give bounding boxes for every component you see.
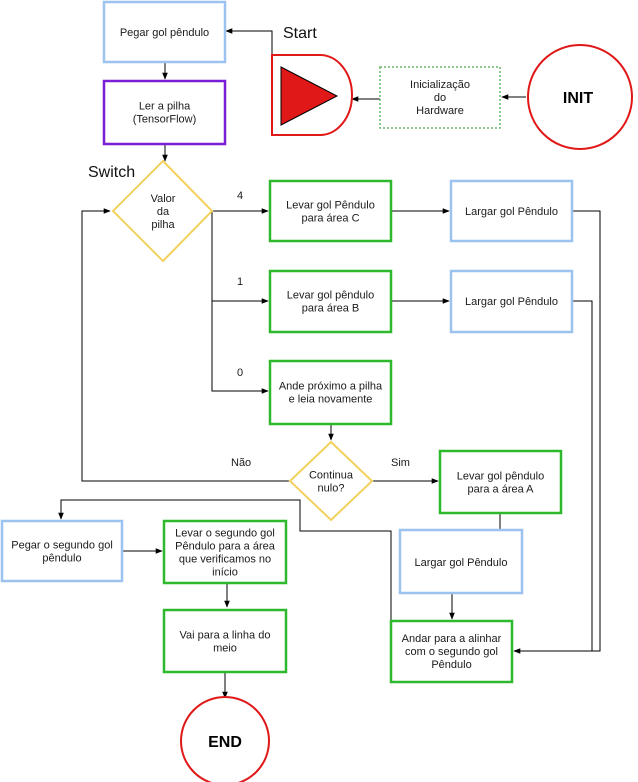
node-label-line: da	[157, 206, 170, 218]
node-label-line: (TensorFlow)	[133, 114, 197, 126]
edge-label-1: 1	[237, 276, 243, 288]
node-label: Pegar gol pêndulo	[120, 27, 209, 39]
edge-label-4: 4	[237, 190, 243, 202]
node-label-line: Levar gol Pêndulo	[286, 200, 375, 212]
node-label: Largar gol Pêndulo	[415, 557, 508, 569]
node-label-line: para a área A	[467, 484, 534, 496]
node-init: INIT	[527, 44, 633, 150]
node-label-line: Largar gol Pêndulo	[465, 206, 558, 218]
node-label-line: para área B	[302, 303, 359, 315]
edge-label-sim: Sim	[391, 457, 410, 469]
node-label-line: pêndulo	[42, 553, 81, 565]
node-label-line: Pêndulo para a área	[175, 541, 276, 553]
node-label-line: Largar gol Pêndulo	[415, 557, 508, 569]
node-label-line: Continua	[309, 470, 354, 482]
edge-largar-b-to-andar	[572, 300, 593, 651]
node-label-line: Levar gol pêndulo	[457, 471, 544, 483]
node-label-line: que verificamos no	[179, 554, 271, 566]
node-pegar-gol: Pegar gol pêndulo	[102, 0, 227, 64]
node-label-line: Valor	[151, 193, 176, 205]
edge-label-nao: Não	[231, 457, 251, 469]
node-label-line: Levar o segundo gol	[175, 528, 275, 540]
node-label-line: nulo?	[318, 483, 345, 495]
node-end: END	[180, 696, 270, 782]
node-label-line: Pegar o segundo gol	[11, 540, 113, 552]
node-label-line: pilha	[151, 219, 175, 231]
play-triangle-icon	[280, 66, 339, 126]
node-label-line: Pêndulo	[431, 659, 471, 671]
edge-andar-to-pegar-segundo	[58, 499, 392, 651]
edge-largar-c-to-andar	[513, 210, 601, 654]
node-label-line: Vai para a linha do	[180, 630, 271, 642]
node-label-line: Largar gol Pêndulo	[465, 296, 558, 308]
node-label: Largar gol Pêndulo	[465, 206, 558, 218]
node-label-line: início	[212, 567, 238, 579]
node-label-line: e leia novamente	[289, 394, 373, 406]
switch-label: Switch	[88, 164, 135, 181]
node-label: Largar gol Pêndulo	[465, 296, 558, 308]
node-label-line: Inicialização	[410, 79, 470, 91]
node-label-line: meio	[213, 643, 237, 655]
node-label-line: Pegar gol pêndulo	[120, 27, 209, 39]
node-label-line: para área C	[301, 213, 359, 225]
edge-start-to-pegar	[225, 28, 273, 55]
node-label-line: Andar para a alinhar	[402, 633, 502, 645]
node-label-line: Levar gol pêndulo	[287, 290, 374, 302]
node-start	[271, 54, 353, 136]
node-label-line: do	[434, 92, 446, 104]
end-label: END	[208, 734, 242, 751]
node-label-line: Hardware	[416, 105, 464, 117]
init-label: INIT	[563, 90, 593, 107]
node-ler-pilha: Ler a pilha(TensorFlow)	[102, 79, 227, 146]
start-label: Start	[283, 25, 317, 42]
node-largar-a: Largar gol Pêndulo	[398, 528, 524, 595]
edge-label-0: 0	[237, 367, 243, 379]
edge-valor-to-ande	[211, 301, 269, 394]
node-label: Ler a pilha(TensorFlow)	[133, 101, 197, 126]
node-largar-b: Largar gol Pêndulo	[449, 269, 574, 334]
connectors	[58, 28, 601, 699]
node-label-line: Ler a pilha	[139, 101, 191, 113]
node-largar-c: Largar gol Pêndulo	[449, 179, 574, 243]
node-label-line: com o segundo gol	[405, 646, 498, 658]
node-label-line: Ande próximo a pilha	[279, 381, 383, 393]
edge-continua-nao	[81, 208, 290, 482]
